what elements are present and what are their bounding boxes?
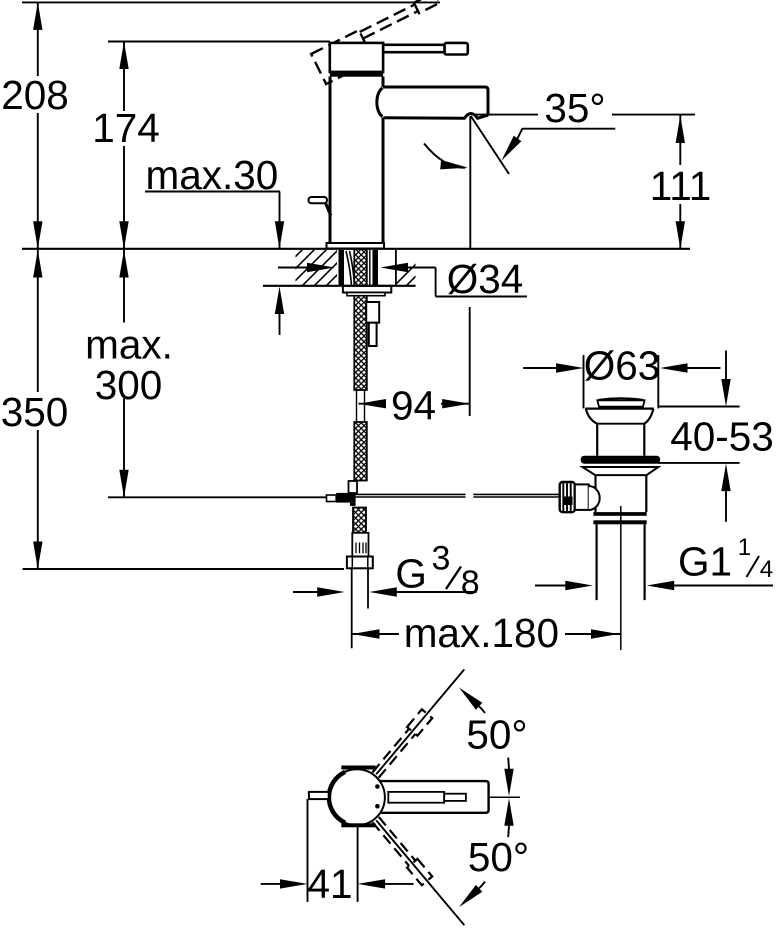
svg-text:40-53: 40-53	[670, 414, 774, 460]
svg-text:1: 1	[738, 534, 751, 561]
svg-text:35°: 35°	[544, 85, 605, 131]
svg-text:G: G	[395, 550, 427, 596]
svg-text:Ø63: Ø63	[584, 343, 661, 389]
svg-text:4: 4	[760, 556, 773, 583]
svg-text:300: 300	[95, 362, 163, 408]
svg-text:350: 350	[1, 389, 69, 435]
svg-text:8: 8	[461, 564, 480, 602]
svg-text:208: 208	[1, 72, 69, 118]
svg-text:3: 3	[432, 539, 451, 577]
svg-text:max.30: max.30	[146, 152, 279, 198]
svg-text:G1: G1	[678, 538, 732, 584]
svg-text:111: 111	[650, 163, 712, 209]
svg-text:max.180: max.180	[404, 610, 559, 656]
svg-text:50°: 50°	[466, 712, 527, 758]
svg-text:max.: max.	[85, 322, 173, 368]
svg-text:174: 174	[92, 105, 160, 151]
svg-text:41: 41	[307, 861, 352, 907]
svg-text:94: 94	[391, 383, 436, 429]
svg-text:Ø34: Ø34	[447, 256, 524, 302]
svg-text:50°: 50°	[468, 834, 529, 880]
